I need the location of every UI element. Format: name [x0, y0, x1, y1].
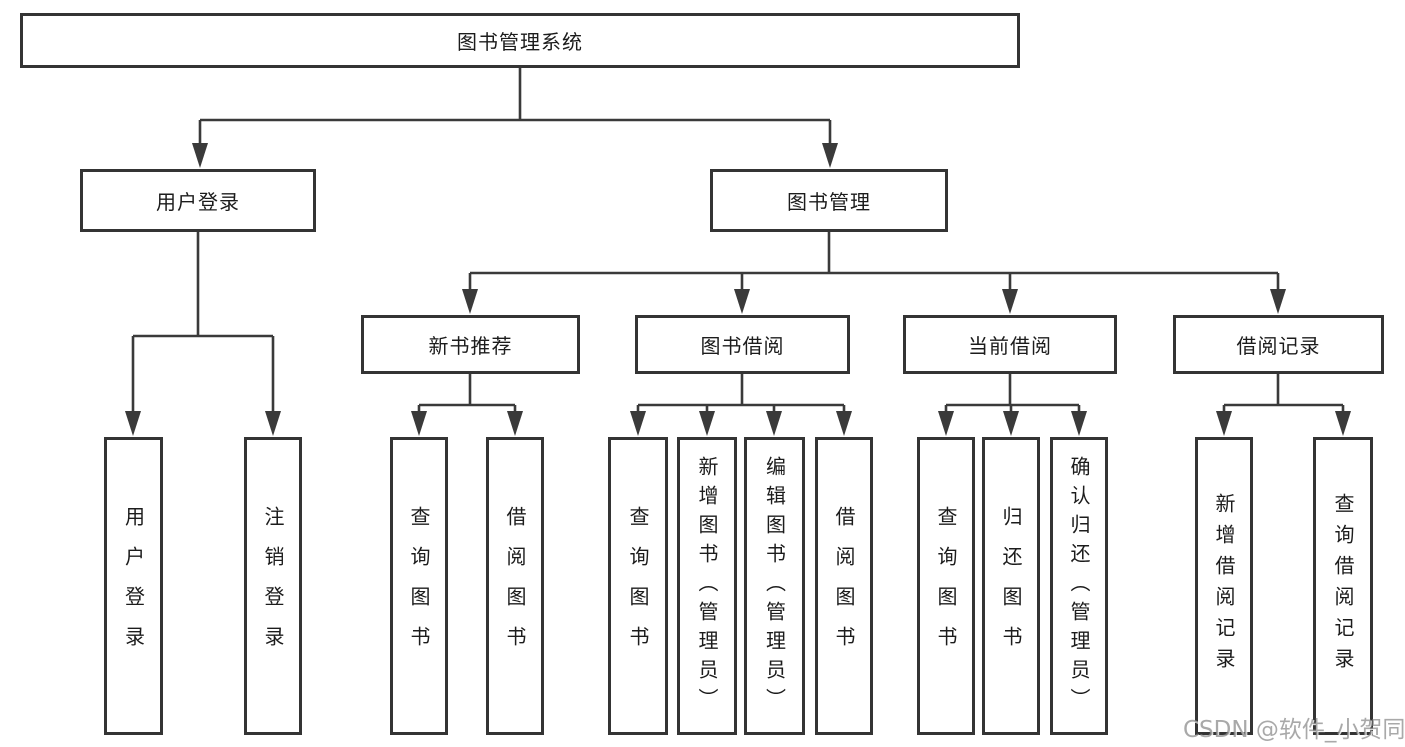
node-user-login: 用户登录 — [80, 169, 316, 232]
node-current-borrowing: 当前借阅 — [903, 315, 1117, 374]
leaf-bb-edit-books-admin: 编辑图书（管理员） — [744, 437, 805, 735]
node-new-book-recommend: 新书推荐 — [361, 315, 580, 374]
watermark: CSDN @软件_小贺同学 — [1183, 717, 1405, 743]
leaf-br-add-record-label: 新增借阅记录 — [1212, 493, 1236, 679]
leaf-bb-add-books-admin: 新增图书（管理员） — [677, 437, 737, 735]
leaf-logout-login: 注销登录 — [244, 437, 302, 735]
node-book-management-label: 图书管理 — [787, 190, 871, 214]
leaf-cb-query-books: 查询图书 — [917, 437, 975, 735]
node-root-label: 图书管理系统 — [457, 30, 583, 54]
node-borrowing-records-label: 借阅记录 — [1236, 334, 1321, 358]
leaf-cb-return-books-label: 归还图书 — [999, 506, 1023, 666]
leaf-user-login-label: 用户登录 — [121, 506, 146, 666]
leaf-user-login: 用户登录 — [104, 437, 163, 735]
leaf-nbr-borrow-books-label: 借阅图书 — [503, 506, 527, 666]
leaf-bb-borrow-books: 借阅图书 — [815, 437, 873, 735]
leaf-bb-query-books-label: 查询图书 — [626, 506, 650, 666]
leaf-br-query-record: 查询借阅记录 — [1313, 437, 1373, 735]
leaf-cb-confirm-return-admin-label: 确认归还（管理员） — [1067, 455, 1091, 717]
leaf-bb-query-books: 查询图书 — [608, 437, 668, 735]
node-root: 图书管理系统 — [20, 13, 1020, 68]
node-book-borrowing: 图书借阅 — [635, 315, 850, 374]
leaf-nbr-query-books-label: 查询图书 — [407, 506, 431, 666]
node-borrowing-records: 借阅记录 — [1173, 315, 1384, 374]
node-current-borrowing-label: 当前借阅 — [968, 334, 1052, 358]
leaf-br-add-record: 新增借阅记录 — [1195, 437, 1253, 735]
node-book-management: 图书管理 — [710, 169, 948, 232]
leaf-logout-login-label: 注销登录 — [261, 506, 285, 666]
node-user-login-label: 用户登录 — [156, 190, 240, 214]
node-book-borrowing-label: 图书借阅 — [700, 334, 785, 358]
leaf-cb-query-books-label: 查询图书 — [934, 506, 958, 666]
leaf-br-query-record-label: 查询借阅记录 — [1331, 493, 1355, 679]
node-new-book-recommend-label: 新书推荐 — [428, 334, 513, 358]
leaf-cb-confirm-return-admin: 确认归还（管理员） — [1050, 437, 1108, 735]
leaf-nbr-borrow-books: 借阅图书 — [486, 437, 544, 735]
leaf-bb-edit-books-admin-label: 编辑图书（管理员） — [762, 455, 787, 717]
leaf-cb-return-books: 归还图书 — [982, 437, 1040, 735]
leaf-nbr-query-books: 查询图书 — [390, 437, 448, 735]
arrowheads — [125, 143, 1351, 436]
leaf-bb-add-books-admin-label: 新增图书（管理员） — [695, 455, 719, 717]
leaf-bb-borrow-books-label: 借阅图书 — [832, 506, 856, 666]
